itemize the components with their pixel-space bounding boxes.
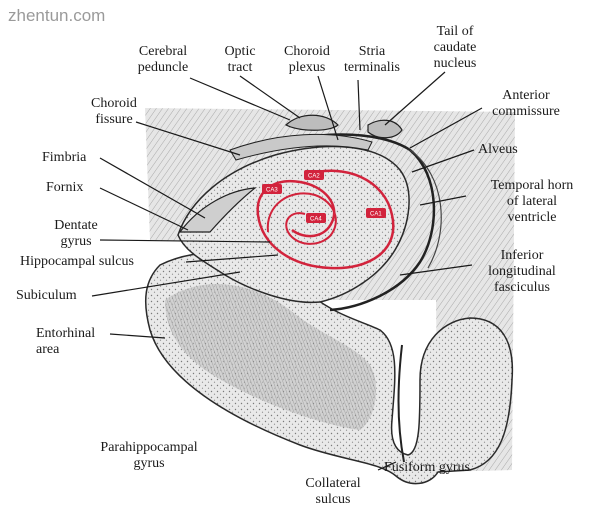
entorhinal-band bbox=[165, 283, 377, 430]
cornu-ammonis-outline bbox=[256, 169, 395, 270]
leader-entorhinal bbox=[109, 333, 166, 339]
label-hippocampal-sulcus: Hippocampal sulcus bbox=[20, 254, 134, 269]
leader-alveus bbox=[411, 149, 475, 173]
leader-subiculum bbox=[91, 271, 241, 297]
leader-collateral bbox=[377, 461, 397, 471]
choroid-plexus-strip bbox=[229, 133, 373, 161]
label-alveus: Alveus bbox=[478, 142, 518, 157]
region-ca2: CA2 bbox=[304, 170, 324, 180]
leader-fimbria bbox=[99, 157, 206, 219]
leader-cerebral-peduncle bbox=[189, 77, 291, 121]
label-fimbria: Fimbria bbox=[42, 150, 87, 165]
leader-dentate bbox=[99, 239, 271, 243]
leader-hippocampal-sulcus bbox=[185, 254, 279, 263]
leader-choroid-fissure bbox=[135, 121, 241, 156]
svg-text:CA3: CA3 bbox=[266, 188, 278, 194]
leader-choroid-plexus bbox=[317, 75, 339, 141]
leader-optic-tract bbox=[239, 75, 301, 119]
region-ca3: CA3 bbox=[262, 184, 282, 194]
temporal-horn-space bbox=[409, 149, 442, 269]
leader-fornix bbox=[99, 187, 189, 231]
region-ca1: CA1 bbox=[366, 208, 386, 218]
hippocampal-body bbox=[177, 145, 410, 304]
leader-stria bbox=[357, 79, 361, 131]
leader-inferior-longitudinal bbox=[399, 264, 473, 276]
svg-text:CA1: CA1 bbox=[370, 212, 382, 218]
collateral-sulcus-line bbox=[397, 344, 405, 463]
leader-caudate bbox=[384, 71, 446, 126]
label-fornix: Fornix bbox=[46, 180, 84, 195]
leader-commissure bbox=[409, 107, 483, 149]
label-fusiform-gyrus: Fusiform gyrus bbox=[384, 460, 470, 475]
watermark: zhentun.com bbox=[8, 6, 106, 25]
leader-temporal-horn bbox=[419, 195, 467, 206]
region-ca4: CA4 bbox=[306, 213, 326, 223]
caudate-tail bbox=[367, 119, 403, 139]
dentate-spiral bbox=[266, 192, 337, 245]
optic-tract-shape bbox=[284, 114, 339, 131]
svg-text:CA4: CA4 bbox=[310, 217, 322, 223]
label-subiculum: Subiculum bbox=[16, 288, 77, 303]
svg-text:CA2: CA2 bbox=[308, 174, 320, 180]
leader-lines bbox=[91, 71, 483, 471]
fimbria-strip bbox=[178, 187, 257, 233]
